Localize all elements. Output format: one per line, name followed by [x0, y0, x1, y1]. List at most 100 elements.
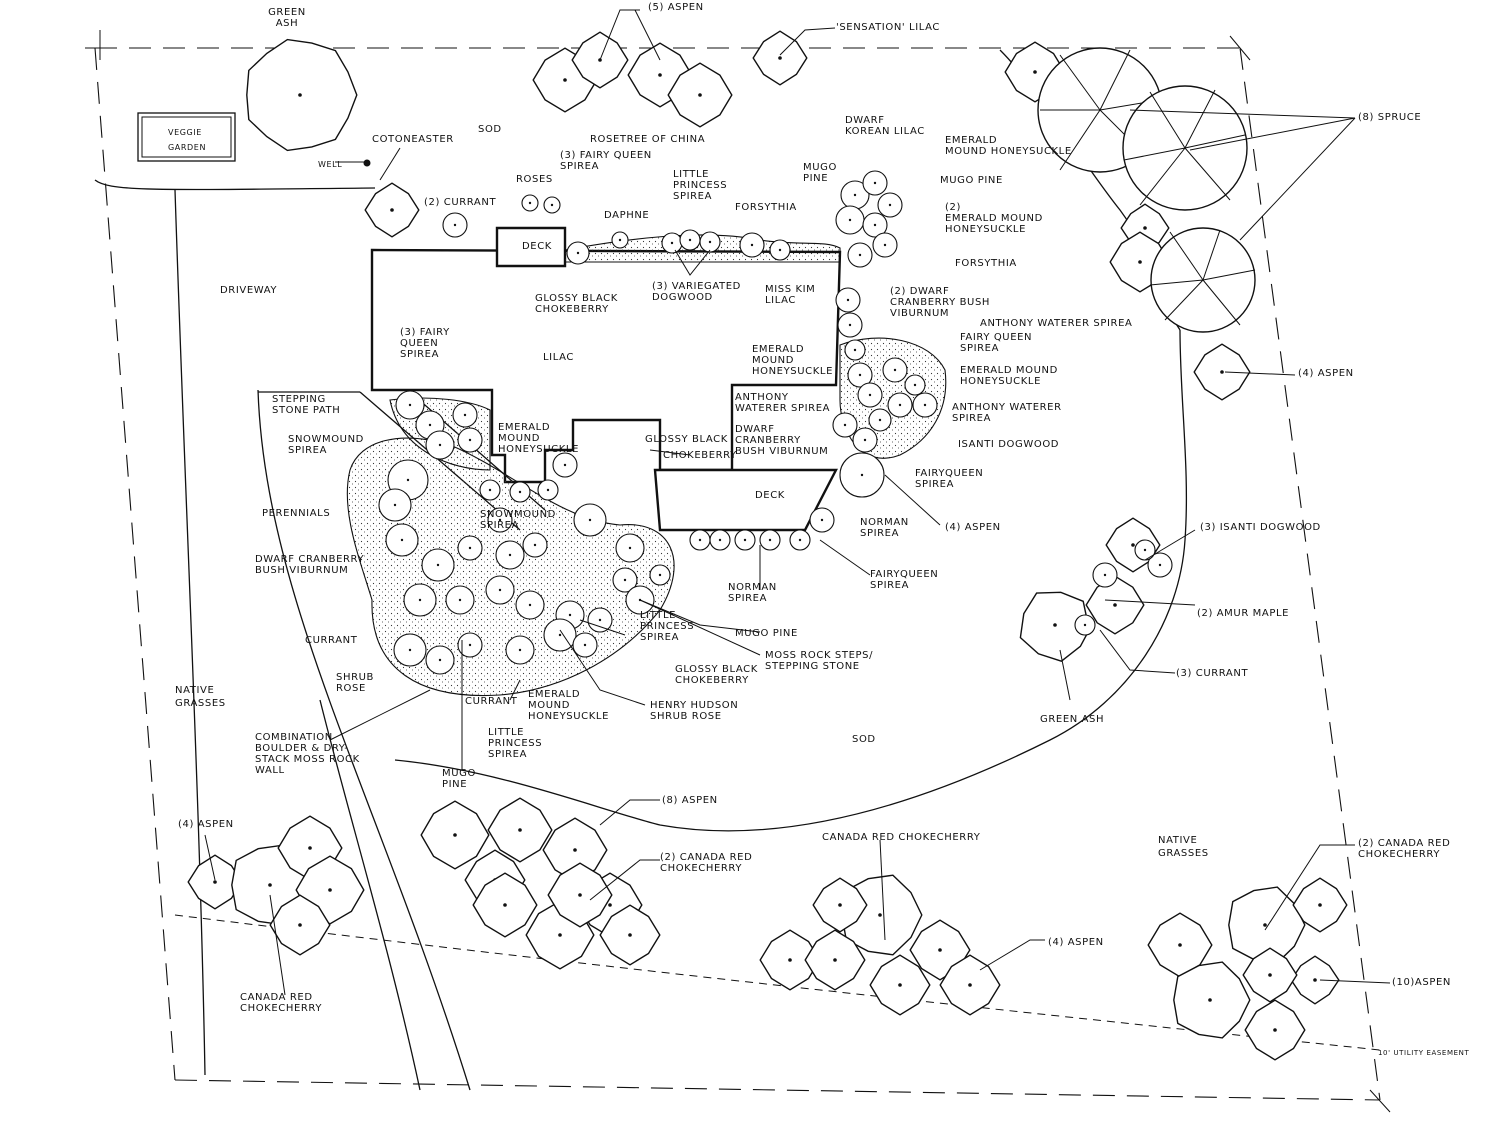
plant-label-text: (8) SPRUCE [1358, 112, 1421, 123]
aspen-tree [812, 877, 868, 933]
shrub-symbol [689, 529, 711, 551]
shrub-symbol [789, 529, 811, 551]
shrub-symbol [495, 540, 525, 570]
plant-label-text: ISANTI DOGWOOD [958, 439, 1059, 450]
cotoneaster-shrub [364, 182, 420, 238]
shrub-symbol [847, 362, 873, 388]
native-grasses-left-1: NATIVE [175, 685, 214, 696]
aspen-tree [487, 797, 553, 863]
plant-label-text: MISS KIM [765, 284, 815, 295]
plant-label-text: EMERALD MOUND [960, 365, 1058, 376]
sod-label-top: SOD [478, 124, 502, 135]
label-perennials: PERENNIALS [262, 508, 330, 519]
label-currant-c: CURRANT [465, 696, 517, 707]
plant-label-text: CRANBERRY BUSH [890, 297, 990, 308]
green-ash-tree [246, 38, 358, 152]
label-aspen-5: (5) ASPEN [648, 2, 703, 13]
label-moss-rock: MOSS ROCK STEPS/STEPPING STONE [765, 650, 872, 672]
shrub-symbol [566, 241, 590, 265]
shrub-symbol [479, 479, 501, 501]
plant-label-text: NORMAN [728, 582, 777, 593]
label-glossy-black-c: GLOSSY BLACK [645, 434, 727, 445]
plant-label-text: SNOWMOUND [288, 434, 364, 445]
plant-label-text: STEPPING [272, 394, 326, 405]
plant-label-text: SHRUB [336, 672, 374, 683]
label-lilac: LILAC [543, 352, 574, 363]
plant-label-text: ROSES [516, 174, 553, 185]
plant-label-text: SPIREA [640, 632, 679, 643]
plant-label-text: (2) DWARF [890, 286, 949, 297]
shrub-symbol [457, 535, 483, 561]
aspen-tree [472, 872, 538, 938]
shrub-symbol [521, 194, 539, 212]
plant-label-text: PINE [803, 173, 828, 184]
shrub-symbol [1147, 552, 1173, 578]
label-aspen-8: (8) ASPEN [662, 795, 717, 806]
shrub-symbol [877, 192, 903, 218]
shrub-symbol [862, 170, 888, 196]
native-grasses-right-1: NATIVE [1158, 835, 1197, 846]
shrub-symbol [403, 583, 437, 617]
aspen-tree [187, 854, 243, 910]
shrub-symbol [739, 232, 765, 258]
plant-label-text: CANADA RED CHOKECHERRY [822, 832, 981, 843]
shrub-symbol [912, 392, 938, 418]
shrub-symbol [679, 229, 701, 251]
shrub-symbol [457, 427, 483, 453]
aspen-tree [420, 800, 490, 870]
veggie-garden [137, 112, 236, 162]
plant-label-text: MOUND [752, 355, 794, 366]
shrub-symbol [612, 567, 638, 593]
plant-label-text: STACK MOSS ROCK [255, 754, 360, 765]
plant-label-text: EMERALD MOUND [945, 213, 1043, 224]
shrub-symbol [421, 548, 455, 582]
plant-label-text: HONEYSUCKLE [528, 711, 609, 722]
shrub-symbol [509, 481, 531, 503]
plant-label-text: (3) CURRANT [1176, 668, 1248, 679]
plant-label-text: LILAC [765, 295, 796, 306]
plant-label-text: SPIREA [400, 349, 439, 360]
plant-label-text: CHOKEBERRY [663, 450, 737, 461]
shrub-symbol [522, 532, 548, 558]
aspen-tree [939, 954, 1001, 1016]
plant-label-text: LILAC [543, 352, 574, 363]
plant-label-text: (3) VARIEGATED [652, 281, 741, 292]
plant-label-text: MOUND [528, 700, 570, 711]
deck-top-label: DECK [522, 241, 552, 252]
plant-label-text: DOGWOOD [652, 292, 713, 303]
label-amur-maple: (2) AMUR MAPLE [1197, 608, 1289, 619]
plant-label-text: CRANBERRY [735, 435, 801, 446]
plant-label-text: CHOKEBERRY [535, 304, 609, 315]
shrub-symbol [835, 205, 865, 235]
shrub-symbol [832, 412, 858, 438]
shrub-symbol [844, 339, 866, 361]
plant-label-text: ASH [276, 18, 299, 29]
plant-label-text: MOUND HONEYSUCKLE [945, 146, 1072, 157]
shrub-symbol [425, 430, 455, 460]
plant-label-text: (2) AMUR MAPLE [1197, 608, 1289, 619]
plant-label-text: (2) [945, 202, 961, 213]
plant-label-text: NORMAN [860, 517, 909, 528]
shrub-symbol [852, 427, 878, 453]
plant-label-text: KOREAN LILAC [845, 126, 925, 137]
tree-symbols [187, 30, 1348, 1061]
shrub-symbol [872, 232, 898, 258]
plant-label-text: STONE PATH [272, 405, 340, 416]
label-aspen-4-mid: (4) ASPEN [945, 522, 1000, 533]
plant-label-text: SPIREA [952, 413, 991, 424]
plant-label-text: COTONEASTER [372, 134, 454, 145]
shrub-symbol [649, 564, 671, 586]
plant-label-text: FORSYTHIA [955, 258, 1017, 269]
plant-label-text: SPIREA [870, 580, 909, 591]
